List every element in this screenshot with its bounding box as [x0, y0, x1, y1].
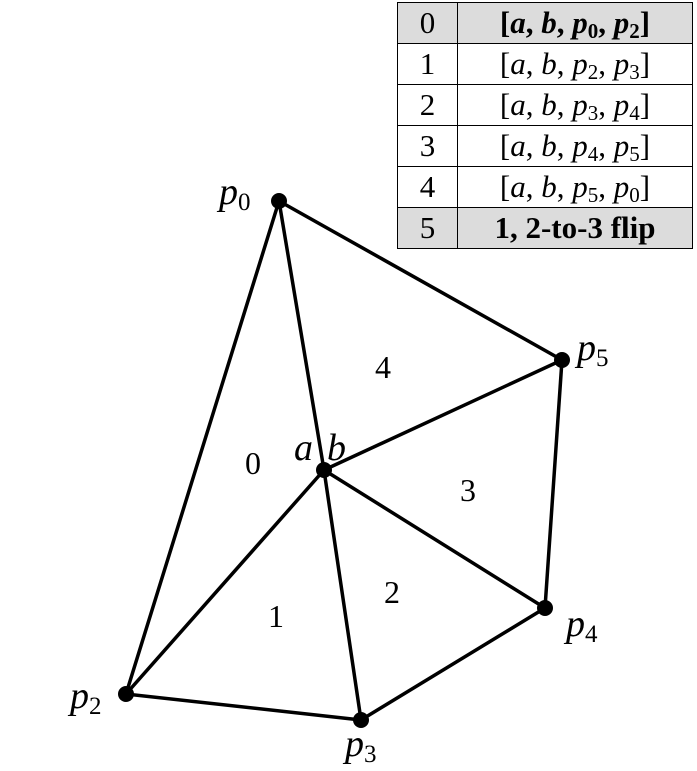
- row-value: [a, b, p0, p2]: [457, 2, 693, 44]
- row-value: [a, b, p4, p5]: [457, 125, 693, 167]
- row-index: 4: [397, 166, 458, 208]
- edges: [124, 199, 564, 722]
- row-index: 5: [397, 207, 458, 249]
- table-row: 0[a, b, p0, p2]: [397, 2, 693, 44]
- label-p0: p0: [216, 171, 251, 216]
- vertex-p0: [271, 193, 287, 209]
- edge-p2-p3: [124, 692, 363, 722]
- label-p2: p2: [67, 675, 102, 720]
- vertex-ab: [316, 462, 332, 478]
- vertex-p4: [537, 600, 553, 616]
- table-row: 3[a, b, p4, p5]: [397, 125, 693, 167]
- table-row: 1[a, b, p2, p3]: [397, 43, 693, 85]
- row-index: 0: [397, 2, 458, 44]
- region-1: 1: [268, 598, 284, 634]
- label-b: b: [327, 427, 346, 469]
- region-3: 3: [460, 472, 476, 508]
- vertex-p2: [118, 686, 134, 702]
- row-value: [a, b, p3, p4]: [457, 84, 693, 126]
- edge-center-p3: [322, 468, 363, 722]
- vertex-p3: [353, 712, 369, 728]
- tetrahedra-table: 0[a, b, p0, p2]1[a, b, p2, p3]2[a, b, p3…: [397, 2, 693, 249]
- edge-center-p5: [322, 358, 564, 472]
- region-2: 2: [384, 574, 400, 610]
- edge-p0-p2: [124, 199, 281, 696]
- row-value: 1, 2-to-3 flip: [457, 207, 693, 249]
- row-index: 2: [397, 84, 458, 126]
- edge-center-p4: [322, 468, 547, 610]
- edge-p4-p5: [543, 358, 564, 610]
- table-row: 2[a, b, p3, p4]: [397, 84, 693, 126]
- edge-center-p2: [124, 468, 326, 696]
- row-index: 1: [397, 43, 458, 85]
- vertex-dots: [118, 193, 570, 728]
- label-p5: p5: [574, 327, 609, 372]
- vertex-p5: [554, 352, 570, 368]
- table-row: 4[a, b, p5, p0]: [397, 166, 693, 208]
- edge-p5-p0: [277, 199, 564, 362]
- label-a: a: [294, 427, 313, 469]
- region-4: 4: [375, 349, 391, 385]
- label-p4: p4: [563, 603, 598, 648]
- row-value: [a, b, p5, p0]: [457, 166, 693, 208]
- row-value: [a, b, p2, p3]: [457, 43, 693, 85]
- region-0: 0: [245, 445, 261, 481]
- edge-p3-p4: [359, 606, 547, 722]
- label-p3: p3: [342, 723, 377, 768]
- edge-center-p0: [277, 199, 326, 472]
- row-index: 3: [397, 125, 458, 167]
